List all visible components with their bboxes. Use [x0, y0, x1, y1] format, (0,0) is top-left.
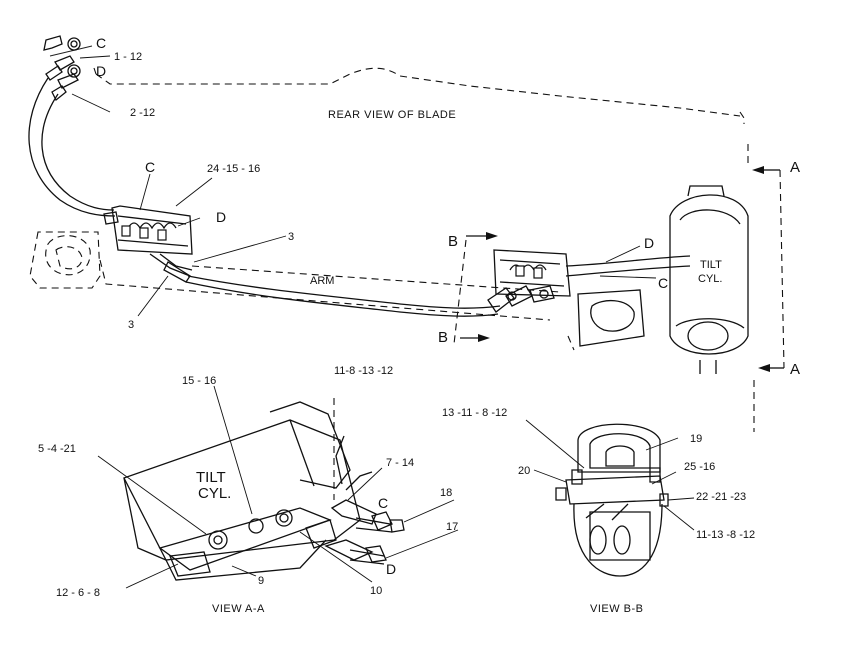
section-b-top: B: [448, 233, 458, 250]
callout-13-11-8-12: 13 -11 - 8 -12: [442, 407, 507, 419]
callout-3-upper: 3: [288, 231, 294, 243]
view-a-a-drawing: [123, 398, 405, 581]
rear-view-blade-outline: [93, 67, 745, 124]
hose-c-label-view-aa: C: [378, 495, 388, 511]
hose-d-label-view-aa: D: [386, 561, 396, 577]
callout-17: 17: [446, 521, 458, 533]
callout-19: 19: [690, 433, 702, 445]
hose-d-label-block: D: [216, 209, 226, 225]
callout-11-13-8-12: 11-13 -8 -12: [696, 529, 755, 541]
right-pivot-bracket: [567, 289, 645, 351]
callout-12-6-8: 12 - 6 - 8: [56, 587, 100, 599]
tilt-label-main-top: TILT: [196, 469, 226, 486]
view-b-b-title: VIEW B-B: [590, 603, 644, 615]
callout-7-14: 7 - 14: [386, 457, 414, 469]
top-fitting-assembly: [43, 35, 93, 102]
callout-22-21-23: 22 -21 -23: [696, 491, 746, 503]
tilt-cylinder-right: [669, 144, 749, 374]
callout-10: 10: [370, 585, 382, 597]
hose-c-d-left: [28, 77, 116, 217]
callout-2-12: 2 -12: [130, 107, 155, 119]
arm-hoses: [185, 275, 501, 317]
tilt-label-right-bottom: CYL.: [698, 273, 722, 285]
tilt-label-right-top: TILT: [700, 259, 722, 271]
hose-d-label-right: D: [644, 235, 654, 251]
hose-c-label-right: C: [658, 275, 668, 291]
callout-5-4-21: 5 -4 -21: [38, 443, 76, 455]
leader-lines: [71, 55, 695, 589]
view-a-a-title: VIEW A-A: [212, 603, 265, 615]
arm-label: ARM: [310, 275, 334, 287]
callout-15-16: 15 - 16: [182, 375, 216, 387]
hose-c-label-block: C: [145, 159, 155, 175]
hose-d-label-top: D: [96, 63, 106, 79]
section-a-a-line: [752, 166, 785, 432]
section-a-bottom: A: [790, 361, 800, 378]
section-b-b-line: [453, 232, 498, 345]
right-valve-block: [487, 249, 691, 313]
callout-9: 9: [258, 575, 264, 587]
callout-24-15-16: 24 -15 - 16: [207, 163, 260, 175]
view-b-b-drawing: [555, 423, 669, 577]
callout-3-lower: 3: [128, 319, 134, 331]
rear-view-title: REAR VIEW OF BLADE: [328, 109, 456, 121]
callout-25-16: 25 -16: [684, 461, 715, 473]
callout-20: 20: [518, 465, 530, 477]
callout-1-12: 1 - 12: [114, 51, 142, 63]
hose-c-label-top: C: [96, 35, 106, 51]
section-a-top: A: [790, 159, 800, 176]
left-pivot-bracket: [29, 231, 561, 321]
section-b-bottom: B: [438, 329, 448, 346]
left-valve-block: [103, 205, 193, 283]
callout-18: 18: [440, 487, 452, 499]
tilt-label-main-bottom: CYL.: [198, 485, 231, 502]
callout-11-8-13-12-top: 11-8 -13 -12: [334, 365, 393, 377]
